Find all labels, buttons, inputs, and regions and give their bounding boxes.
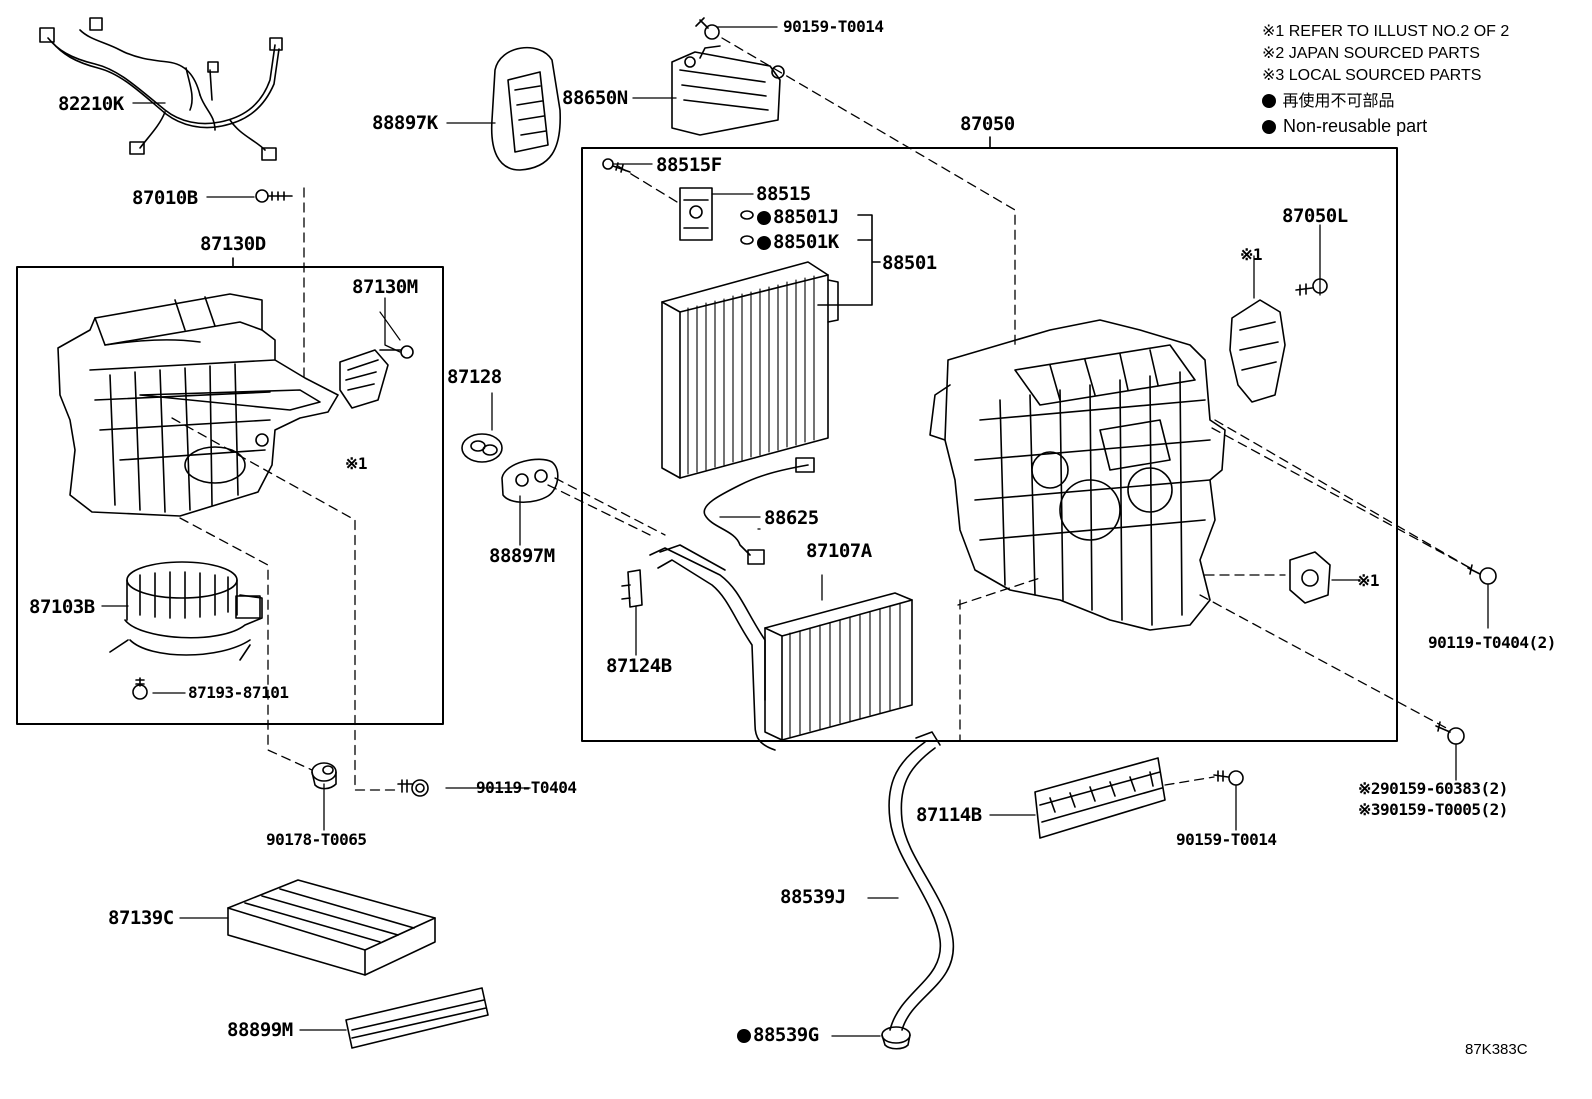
label-88501J[interactable]: 88501J <box>757 207 839 227</box>
screw-90119-T0404-2 <box>1467 564 1497 585</box>
grommet-88539G <box>881 1026 911 1050</box>
ref-mark-2: ※2 <box>1358 779 1381 798</box>
heater-core-87107A <box>649 544 913 751</box>
evaporator-88501 <box>661 261 839 479</box>
label-88501[interactable]: 88501 <box>882 252 937 274</box>
label-88515F[interactable]: 88515F <box>656 154 722 176</box>
seal-88897K <box>490 46 561 171</box>
screw-90159-T0014-bottom <box>1213 770 1244 786</box>
label-text: 88501J <box>773 206 839 228</box>
label-88897K[interactable]: 88897K <box>372 112 438 134</box>
label-90119-T0404[interactable]: 90119-T0404 <box>476 778 577 797</box>
illustration-code: 87K383C <box>1465 1041 1528 1058</box>
label-88625[interactable]: 88625 <box>764 507 819 529</box>
unit-group-box <box>581 147 1398 742</box>
note-non-reusable-en: Non-reusable part <box>1262 116 1427 136</box>
label-text: 88539G <box>753 1024 819 1046</box>
label-88501K[interactable]: 88501K <box>757 232 839 252</box>
note-japan-parts: ※2 JAPAN SOURCED PARTS <box>1262 45 1480 62</box>
plate-88897M <box>501 458 559 504</box>
label-90159-T0014-bottom[interactable]: 90159-T0014 <box>1176 830 1277 849</box>
label-87139C[interactable]: 87139C <box>108 907 174 929</box>
wire-harness-82210K <box>39 17 283 161</box>
ref-mark-1-right: ※1 <box>1357 571 1380 590</box>
filled-dot-icon <box>757 236 771 250</box>
label-text: 90159-T0005(2) <box>1380 800 1508 819</box>
filter-cover-88899M <box>345 987 489 1049</box>
screw-87193-87101 <box>132 677 148 700</box>
label-90119-T0404-2[interactable]: 90119-T0404(2) <box>1428 633 1556 652</box>
ref-mark-3: ※3 <box>1358 800 1381 819</box>
solid-leaders <box>101 26 1489 1037</box>
actuator-87050L <box>1229 299 1286 403</box>
label-88515[interactable]: 88515 <box>756 183 811 205</box>
clip-90178-T0065 <box>311 762 337 790</box>
ref-mark-1-top: ※1 <box>1240 245 1263 264</box>
label-text: 88501K <box>773 231 839 253</box>
box-label-leaders <box>232 136 991 268</box>
hvac-unit-87050 <box>929 319 1226 631</box>
bracket-88501 <box>817 214 881 306</box>
note-ref-illust: ※1 REFER TO ILLUST NO.2 OF 2 <box>1262 23 1510 40</box>
label-88650N[interactable]: 88650N <box>562 87 628 109</box>
filled-dot-icon <box>757 211 771 225</box>
label-87193-87101[interactable]: 87193-87101 <box>188 683 289 702</box>
grommet-87128 <box>461 433 503 463</box>
filled-dot-icon <box>737 1029 751 1043</box>
filled-dot-icon <box>1262 120 1276 134</box>
label-87130M[interactable]: 87130M <box>352 276 418 298</box>
label-87130D[interactable]: 87130D <box>200 233 266 255</box>
screw-90119-T0404 <box>397 779 429 797</box>
screw-90159-T0014-top <box>695 17 720 40</box>
dashed-leaders <box>171 37 1471 791</box>
label-90178-T0065[interactable]: 90178-T0065 <box>266 830 367 849</box>
screw-87050L <box>1295 278 1328 296</box>
label-87010B[interactable]: 87010B <box>132 187 198 209</box>
label-87050[interactable]: 87050 <box>960 113 1015 135</box>
note-local-parts: ※3 LOCAL SOURCED PARTS <box>1262 67 1482 84</box>
duct-87114B <box>1034 757 1166 839</box>
label-text: 90159-60383(2) <box>1380 779 1508 798</box>
label-90159-60383-2[interactable]: ※290159-60383(2) <box>1358 780 1508 798</box>
note-text: Non-reusable part <box>1283 116 1428 136</box>
label-87107A[interactable]: 87107A <box>806 540 872 562</box>
label-88539G[interactable]: 88539G <box>737 1025 819 1045</box>
label-88897M[interactable]: 88897M <box>489 545 555 567</box>
clamp-87124B <box>621 569 643 608</box>
sensor-88625 <box>703 457 815 565</box>
note-text: 再使用不可部品 <box>1282 93 1395 110</box>
filled-dot-icon <box>1262 94 1276 108</box>
label-87128[interactable]: 87128 <box>447 366 502 388</box>
screw-87010B <box>255 189 293 203</box>
label-87050L[interactable]: 87050L <box>1282 205 1348 227</box>
label-87114B[interactable]: 87114B <box>916 804 982 826</box>
drain-hose-88539J <box>888 731 955 1031</box>
label-87103B[interactable]: 87103B <box>29 596 95 618</box>
servo-actuator-87130M <box>339 311 414 409</box>
label-87124B[interactable]: 87124B <box>606 655 672 677</box>
screw-88515F <box>602 158 631 173</box>
actuator-ref-1 <box>1289 551 1331 604</box>
ecu-88650N <box>671 45 785 136</box>
label-82210K[interactable]: 82210K <box>58 93 124 115</box>
o-rings-88501JK <box>740 210 754 245</box>
label-90159-T0005-2[interactable]: ※390159-T0005(2) <box>1358 801 1508 819</box>
blower-group-box <box>16 266 444 725</box>
label-88899M[interactable]: 88899M <box>227 1019 293 1041</box>
note-non-reusable-jp: 再使用不可部品 <box>1262 92 1394 112</box>
ref-mark-1-left: ※1 <box>345 454 368 473</box>
blower-housing-87130D <box>57 293 339 517</box>
expansion-valve-88515 <box>679 187 713 241</box>
label-90159-T0014-top[interactable]: 90159-T0014 <box>783 17 884 36</box>
label-88539J[interactable]: 88539J <box>780 886 846 908</box>
blower-motor-87103B <box>109 561 263 661</box>
cabin-filter-87139C <box>227 879 436 976</box>
